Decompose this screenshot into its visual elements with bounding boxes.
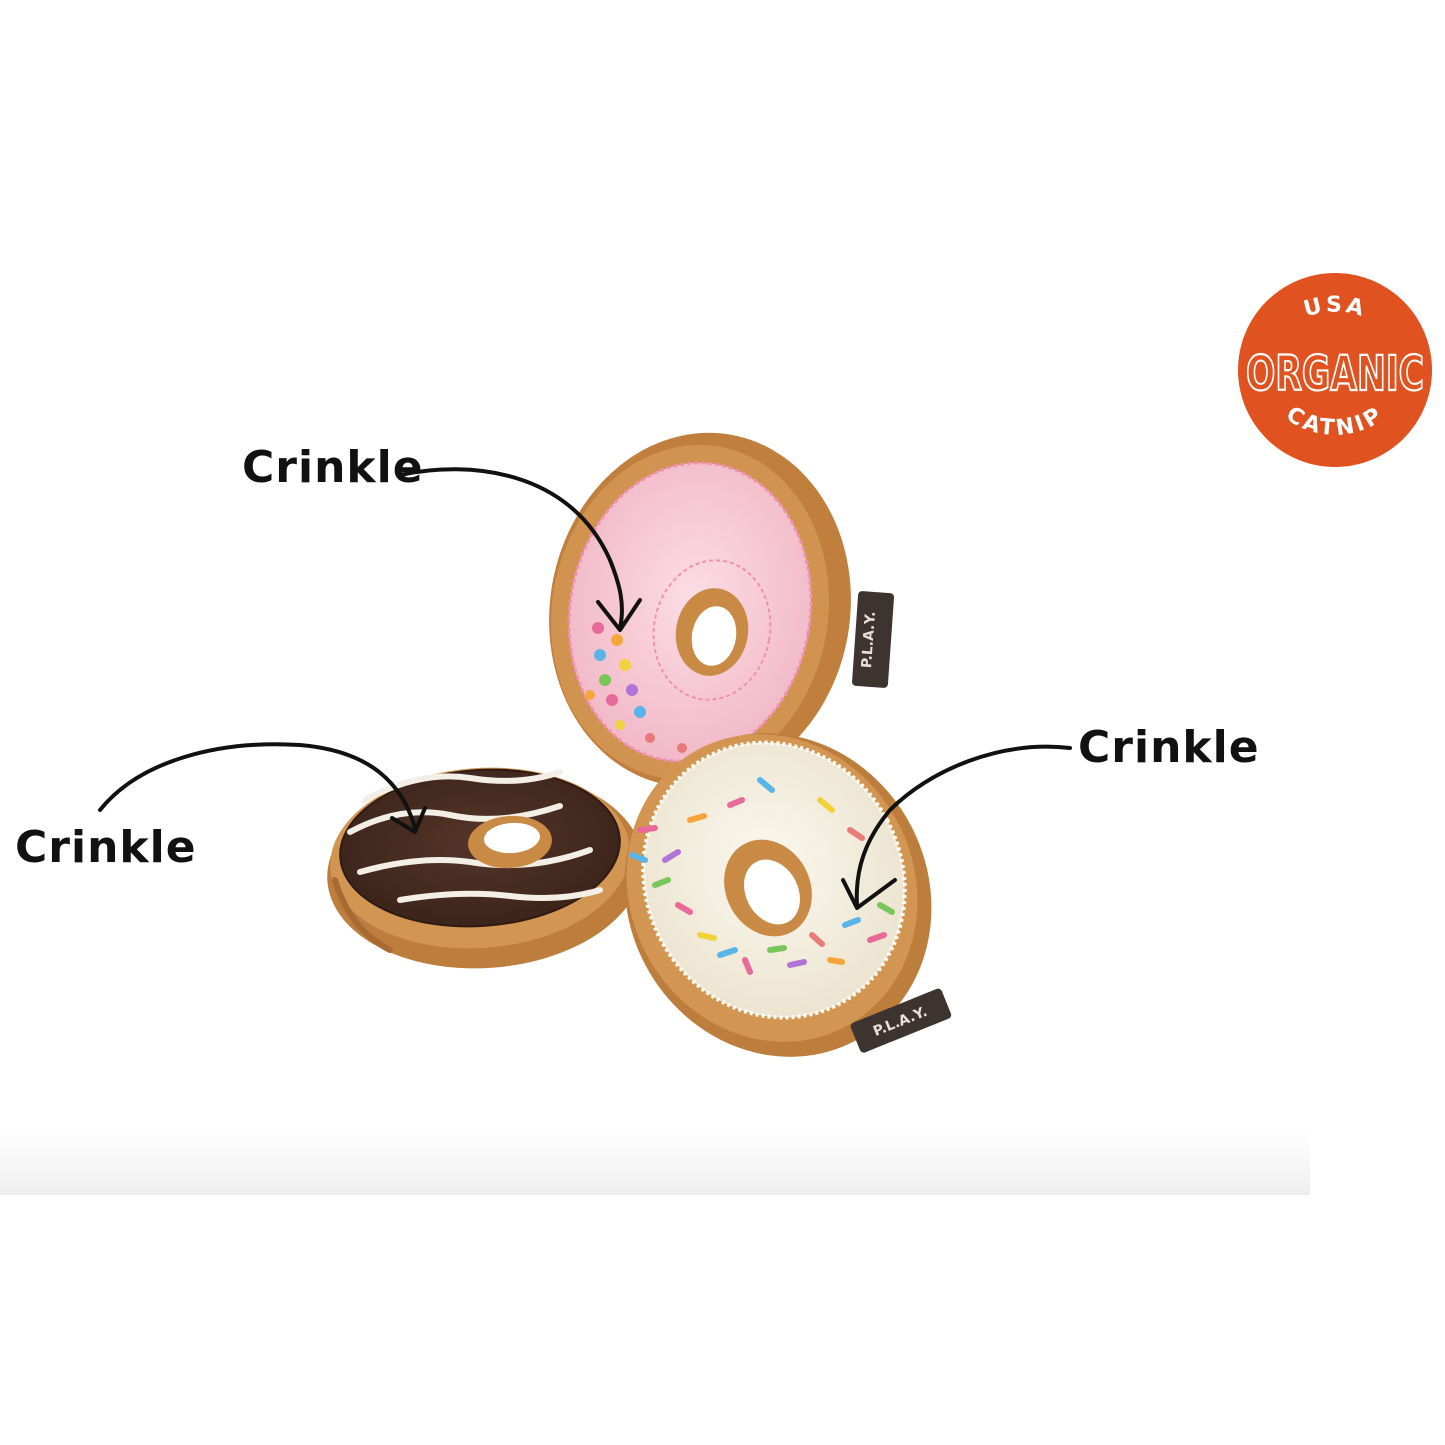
chocolate-drizzle bbox=[347, 769, 603, 903]
chocolate-donut bbox=[327, 767, 643, 969]
vanilla-sprinkles bbox=[629, 777, 895, 975]
callout-arrow-chocolate bbox=[98, 742, 427, 834]
svg-text:ORGANIC: ORGANIC bbox=[1246, 346, 1424, 402]
brand-tag-pink: P.L.A.Y. bbox=[852, 591, 895, 688]
pink-donut: P.L.A.Y. bbox=[549, 432, 895, 788]
callout-arrow-pink bbox=[398, 467, 642, 632]
crinkle-label-vanilla: Crinkle bbox=[1078, 722, 1260, 773]
pink-sprinkles bbox=[585, 622, 753, 755]
crinkle-label-chocolate: Crinkle bbox=[15, 822, 197, 873]
crinkle-label-pink: Crinkle bbox=[242, 442, 424, 493]
organic-catnip-badge: USA ORGANIC CATNIP bbox=[1238, 273, 1432, 467]
svg-text:P.L.A.Y.: P.L.A.Y. bbox=[859, 611, 879, 669]
callout-arrow-vanilla bbox=[841, 744, 1072, 910]
floor-shadow bbox=[0, 1130, 1310, 1195]
vanilla-donut: P.L.A.Y. bbox=[624, 733, 952, 1057]
svg-text:USA: USA bbox=[1301, 293, 1369, 323]
